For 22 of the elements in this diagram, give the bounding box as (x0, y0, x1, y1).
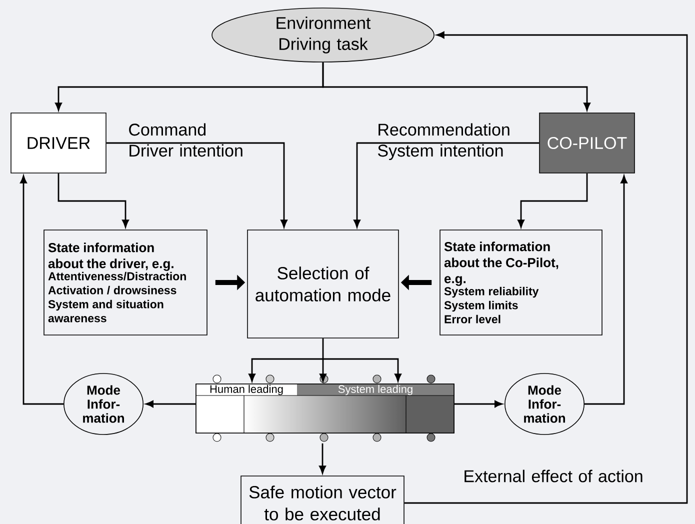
automation-scale-bar: Human leading System leading (196, 374, 454, 442)
arrow (146, 400, 196, 408)
arrow (248, 338, 402, 382)
arrow (584, 175, 628, 405)
info-box: State information about the driver, e.g. Attentiveness/Distraction Activation / drowsiness System and situation awareness (44, 230, 208, 336)
info-box: State information about the Co-Pilot, e.g. System reliability System limits Error level (440, 230, 602, 336)
edge-label: Recommendation System intention (378, 123, 510, 160)
edge-label: External effect of action (464, 470, 642, 482)
arrow (518, 173, 588, 228)
arrow (106, 142, 288, 228)
arrow (404, 32, 688, 504)
process-box: Selection of automation mode (247, 230, 399, 338)
arrow (58, 173, 129, 228)
arrow (354, 142, 540, 228)
arrow (454, 400, 502, 408)
co-pilot-box: CO-PILOT (539, 112, 635, 174)
process-box: Safe motion vector to be executed (240, 476, 404, 524)
driver-box: DRIVER (10, 112, 106, 174)
edge-label: Command Driver intention (129, 123, 242, 157)
arrow (20, 175, 64, 405)
arrow (319, 443, 326, 474)
arrow (322, 62, 590, 111)
